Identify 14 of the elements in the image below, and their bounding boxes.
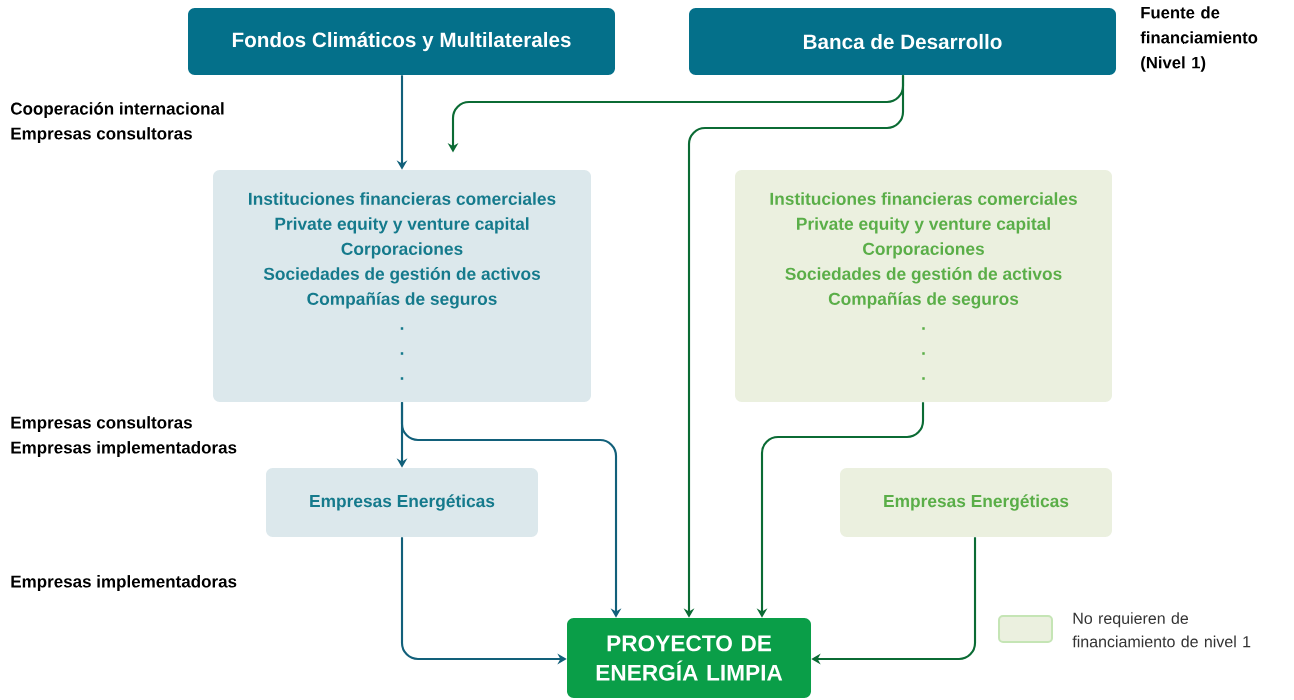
side-label: Empresas implementadoras xyxy=(11,441,237,457)
source-box: Banca de Desarrollo xyxy=(689,8,1116,75)
side-label: Empresas consultoras xyxy=(11,416,192,432)
list-box: Instituciones financieras comerciales Private equity y venture capital Corporaciones Sociedades de gestión de activos Compañías de seguros . . . xyxy=(735,170,1112,402)
company-box: Empresas Energéticas xyxy=(840,468,1112,537)
legend-text: No requieren de financiamiento de nivel 1 xyxy=(1072,612,1251,648)
side-label: Empresas implementadoras xyxy=(11,575,237,591)
side-label: Cooperación internacional xyxy=(10,102,224,118)
source-box: Fondos Climáticos y Multilaterales xyxy=(188,8,615,75)
list-box: Instituciones financieras comerciales Private equity y venture capital Corporaciones Sociedades de gestión de activos Compañías de seguros . . . xyxy=(213,170,591,402)
company-box: Empresas Energéticas xyxy=(266,468,538,537)
side-note: Fuente de financiamiento (Nivel 1) xyxy=(1140,6,1258,72)
project-box: PROYECTO DE ENERGÍA LIMPIA xyxy=(567,618,811,698)
side-label: Empresas consultoras xyxy=(11,127,192,143)
